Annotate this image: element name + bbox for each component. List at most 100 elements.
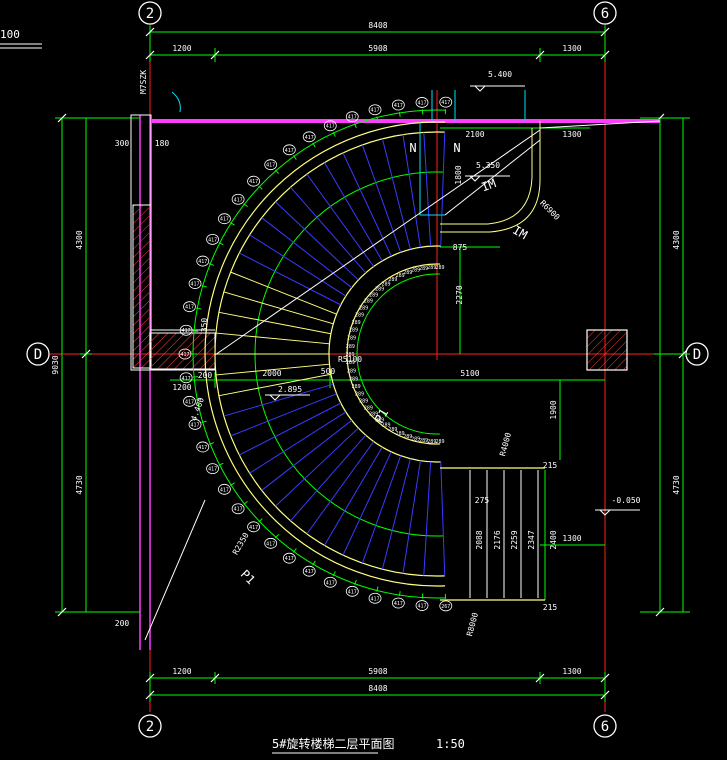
step-bubble-outer [247, 521, 260, 533]
step-label-outer: 417 [191, 422, 200, 428]
step-label-outer: 417 [266, 163, 275, 169]
step-bubble-outer [264, 537, 278, 549]
axis-label-2-bottom: 2 [146, 719, 154, 735]
step-bubble-outer [302, 565, 316, 577]
step-bubble-outer [179, 372, 193, 384]
step-bubble-outer [415, 600, 429, 611]
level-5350: 5.350 [476, 161, 500, 170]
label-n-2: N [453, 141, 460, 155]
step-label-inner: 289 [369, 292, 378, 298]
step-bubble-outer [282, 552, 296, 564]
outer-dim-tick [243, 203, 248, 208]
step-bubble-outer [206, 463, 219, 475]
step-label-outer: 417 [220, 487, 229, 493]
dim-350: 350 [200, 318, 209, 333]
step-label-outer: 417 [305, 135, 314, 141]
label-m7szk: M7SZK [139, 70, 148, 94]
step-label-outer: 417 [371, 596, 380, 602]
dim-top-seg-b: 5908 [368, 44, 387, 53]
dim-top-seg-c: 1300 [562, 44, 581, 53]
stair-tread [239, 252, 342, 306]
dim-875: 875 [453, 243, 468, 252]
step-label-outer: 417 [417, 604, 426, 610]
outer-dim-tick [201, 285, 207, 288]
stair-tread [218, 373, 332, 397]
axis-label-d-right: D [693, 347, 701, 363]
stair-inner-dim-arc [356, 273, 440, 435]
step-label-inner: 289 [347, 368, 356, 374]
drawing-title: 5#旋转楼梯二层平面图 [272, 736, 394, 751]
dim-left-total: 9030 [51, 355, 60, 374]
step-label-inner: 289 [419, 438, 428, 444]
step-label-inner: 289 [388, 427, 397, 433]
step-label-outer: 417 [394, 103, 403, 109]
step-label-outer: 417 [348, 589, 357, 595]
step-bubble-outer [188, 278, 202, 289]
step-label-inner: 289 [388, 277, 397, 283]
outer-dim-tick [209, 442, 215, 445]
stair-tread [261, 217, 353, 289]
outer-dim-tick [376, 116, 379, 122]
stair-tread [423, 132, 432, 247]
outer-dim-tick [354, 123, 357, 129]
stair-tread [361, 144, 402, 253]
stair-tread [218, 311, 332, 335]
dim-5100: 5100 [460, 369, 479, 378]
outer-dim-tick [274, 533, 279, 539]
label-r5100: R5100 [338, 355, 362, 364]
label-n-1: N [409, 141, 416, 155]
label-im-1: IM [479, 176, 497, 194]
label-p1-upper: P1 [372, 406, 391, 426]
step-label-inner: 289 [436, 439, 445, 445]
dim-1900: 1900 [549, 400, 558, 419]
step-bubble-outer [368, 104, 382, 116]
step-label-outer: 417 [191, 282, 200, 288]
wall-hatch-column [132, 204, 152, 369]
step-bubble-outer [282, 144, 296, 156]
step-label-outer: 417 [234, 507, 243, 513]
step-label-inner: 289 [436, 265, 445, 271]
step-bubble-outer [345, 585, 359, 597]
stair-tread [230, 393, 337, 437]
step-label-outer: 417 [285, 148, 294, 154]
outer-dim-tick [243, 500, 248, 505]
dim-1300-mid: 1300 [562, 534, 581, 543]
label-r6900: R6900 [538, 199, 562, 223]
outer-dim-tick [218, 242, 224, 246]
outer-dim-tick [196, 398, 202, 401]
step-label-outer: 417 [417, 100, 426, 106]
level-2895: 2.895 [278, 385, 302, 394]
step-bubble-outer [188, 419, 202, 430]
stair-tread [381, 138, 411, 250]
axis-label-6-bottom: 6 [601, 719, 609, 735]
stair-tread [323, 446, 383, 546]
step-label-inner: 289 [411, 436, 420, 442]
axis-label-d-left: D [34, 347, 42, 363]
stair-tread [381, 458, 411, 570]
dim-2400: 2400 [549, 530, 558, 549]
step-bubble-outer [323, 120, 337, 132]
step-label-inner: 289 [419, 266, 428, 272]
dim-right-lower: 4730 [672, 475, 681, 494]
dim-180: 180 [155, 139, 170, 148]
landing-lines [144, 90, 661, 641]
step-label-inner: 289 [347, 336, 356, 342]
step-label-outer: 417 [182, 328, 191, 334]
stair-tread [306, 173, 375, 267]
step-label-outer: 417 [180, 352, 189, 358]
dim-bot-seg-a: 1200 [172, 667, 191, 676]
label-r4000: R4000 [498, 431, 513, 457]
dim-200-mid: 200 [198, 371, 213, 380]
dim-2176: 2176 [493, 530, 502, 549]
step-bubble-outer [231, 193, 245, 205]
stair-inner-edge-inner [346, 263, 441, 445]
step-label-outer: 417 [249, 525, 258, 531]
step-label-inner: 289 [375, 417, 384, 423]
step-bubble-outer [264, 159, 278, 171]
step-label-outer: 417 [185, 305, 194, 311]
dimension-lines [55, 26, 690, 702]
step-label-outer: 417 [208, 237, 217, 243]
outer-dim-tick [398, 591, 401, 597]
stair-tread [323, 162, 383, 262]
outer-dim-tick [209, 263, 215, 266]
